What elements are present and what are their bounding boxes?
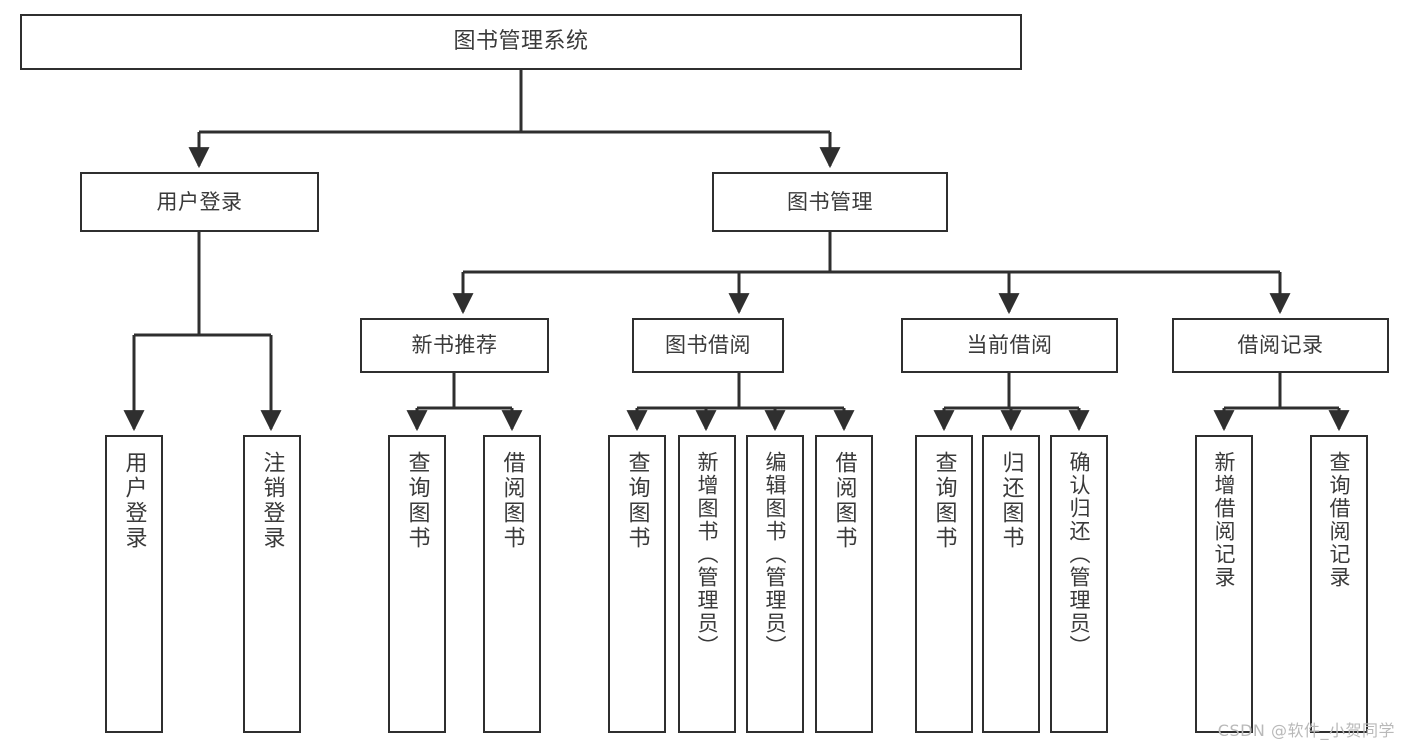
node-label: 借阅图书 bbox=[831, 451, 857, 551]
node-root-book-management-system[interactable]: 图书管理系统 bbox=[20, 14, 1022, 70]
node-label: 当前借阅 bbox=[966, 333, 1053, 358]
node-label: 图书管理系统 bbox=[453, 29, 589, 55]
node-label: 用户登录 bbox=[156, 189, 243, 214]
csdn-watermark: CSDN @软件_小贺同学 bbox=[1217, 721, 1395, 740]
leaf-user-login[interactable]: 用户登录 bbox=[105, 435, 163, 733]
leaf-confirm-return-admin[interactable]: 确认归还（管理员） bbox=[1050, 435, 1108, 733]
node-current-borrow[interactable]: 当前借阅 bbox=[901, 318, 1118, 373]
node-label: 查询图书 bbox=[404, 451, 430, 551]
node-label: 新增图书（管理员） bbox=[695, 451, 720, 658]
node-book-borrow[interactable]: 图书借阅 bbox=[632, 318, 784, 373]
leaf-logout-login[interactable]: 注销登录 bbox=[243, 435, 301, 733]
node-label: 归还图书 bbox=[998, 451, 1024, 551]
node-label: 新书推荐 bbox=[411, 333, 498, 358]
node-label: 用户登录 bbox=[121, 451, 147, 551]
node-book-management[interactable]: 图书管理 bbox=[712, 172, 948, 232]
node-label: 新增借阅记录 bbox=[1212, 451, 1237, 589]
node-label: 查询图书 bbox=[931, 451, 957, 551]
node-label: 确认归还（管理员） bbox=[1067, 451, 1092, 658]
node-label: 借阅记录 bbox=[1237, 333, 1324, 358]
leaf-query-borrow-record[interactable]: 查询借阅记录 bbox=[1310, 435, 1368, 733]
node-label: 注销登录 bbox=[259, 451, 285, 551]
node-new-book-recommend[interactable]: 新书推荐 bbox=[360, 318, 549, 373]
leaf-query-book-borrow[interactable]: 查询图书 bbox=[608, 435, 666, 733]
node-label: 借阅图书 bbox=[499, 451, 525, 551]
node-user-login[interactable]: 用户登录 bbox=[80, 172, 319, 232]
leaf-query-book-recommend[interactable]: 查询图书 bbox=[388, 435, 446, 733]
leaf-borrow-book-recommend[interactable]: 借阅图书 bbox=[483, 435, 541, 733]
leaf-edit-book-admin[interactable]: 编辑图书（管理员） bbox=[746, 435, 804, 733]
node-label: 图书管理 bbox=[787, 189, 873, 214]
node-label: 编辑图书（管理员） bbox=[763, 451, 788, 658]
node-label: 查询图书 bbox=[624, 451, 650, 551]
node-label: 查询借阅记录 bbox=[1327, 451, 1352, 589]
leaf-return-book[interactable]: 归还图书 bbox=[982, 435, 1040, 733]
node-borrow-record[interactable]: 借阅记录 bbox=[1172, 318, 1389, 373]
leaf-add-book-admin[interactable]: 新增图书（管理员） bbox=[678, 435, 736, 733]
leaf-query-book-current[interactable]: 查询图书 bbox=[915, 435, 973, 733]
leaf-borrow-book[interactable]: 借阅图书 bbox=[815, 435, 873, 733]
node-label: 图书借阅 bbox=[665, 333, 751, 358]
leaf-add-borrow-record[interactable]: 新增借阅记录 bbox=[1195, 435, 1253, 733]
